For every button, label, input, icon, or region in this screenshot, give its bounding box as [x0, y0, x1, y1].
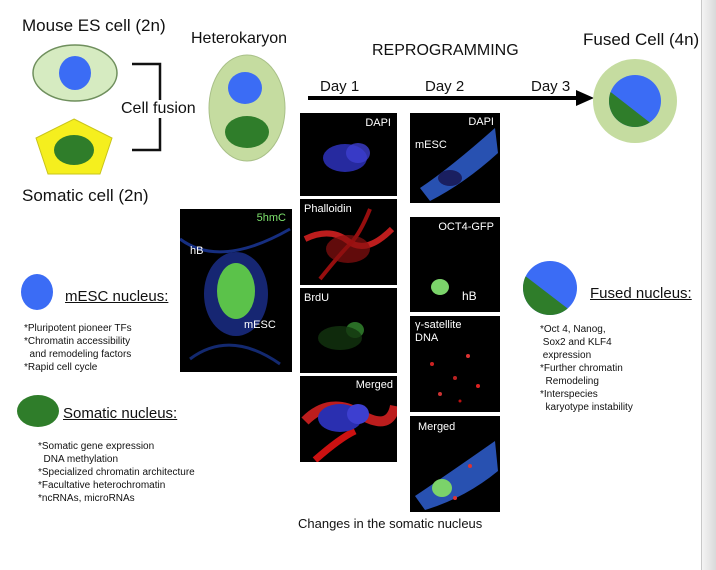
- brdu-label: BrdU: [304, 292, 330, 304]
- fused-item: Sox2 and KLF4: [540, 337, 612, 348]
- day-3-label: Day 3: [531, 78, 571, 95]
- merged-day2-panel: Merged: [410, 416, 500, 512]
- somatic-item: *Specialized chromatin architecture: [38, 467, 195, 478]
- fused-item: karyotype instability: [540, 402, 633, 413]
- dapi-day2-panel: DAPI mESC: [410, 113, 500, 203]
- mesc-nucleus-list: *Pluripotent pioneer TFs *Chromatin acce…: [24, 322, 132, 374]
- mouse-es-cell-label: Mouse ES cell (2n): [22, 16, 166, 35]
- somatic-nucleus-title: Somatic nucleus:: [63, 405, 178, 422]
- brdu-panel: BrdU: [300, 288, 397, 373]
- somatic-nucleus-list: *Somatic gene expression DNA methylation…: [38, 440, 195, 505]
- day-1-label: Day 1: [320, 78, 360, 95]
- somatic-nucleus-icon: [17, 395, 59, 427]
- somatic-cell: [35, 118, 113, 175]
- fused-item: *Oct 4, Nanog,: [540, 324, 606, 335]
- mouse-es-cell: [32, 44, 118, 102]
- cell-fusion-label: Cell fusion: [119, 100, 198, 118]
- fivehmc-panel: 5hmC hB mESC: [180, 209, 292, 372]
- phalloidin-panel: Phalloidin: [300, 199, 397, 285]
- caption: Changes in the somatic nucleus: [298, 516, 483, 531]
- dapi-day1-panel: DAPI: [300, 113, 397, 196]
- fused-item: expression: [540, 350, 592, 361]
- merged-day1-panel: Merged: [300, 376, 397, 462]
- somatic-item: *ncRNAs, microRNAs: [38, 493, 135, 504]
- somatic-item: *Facultative heterochromatin: [38, 480, 166, 491]
- reprogramming-label: REPROGRAMMING: [372, 42, 519, 59]
- fivehmc-mesc-label: mESC: [244, 319, 276, 331]
- window-edge: [701, 0, 716, 570]
- fused-item: *Further chromatin: [540, 363, 623, 374]
- somatic-item: DNA methylation: [38, 454, 119, 465]
- gamma-satellite-panel: γ-satellite DNA: [410, 316, 500, 412]
- mesc-item: *Pluripotent pioneer TFs: [24, 323, 132, 334]
- oct4-gfp-label: OCT4-GFP: [438, 221, 494, 233]
- fused-cell: [593, 59, 677, 143]
- fused-nucleus-list: *Oct 4, Nanog, Sox2 and KLF4 expression …: [540, 323, 633, 414]
- mesc-item: *Rapid cell cycle: [24, 362, 98, 373]
- somatic-item: *Somatic gene expression: [38, 441, 155, 452]
- day-2-label: Day 2: [425, 78, 465, 95]
- dapi-day2-label: DAPI: [468, 116, 494, 128]
- heterokaryon-cell: [208, 54, 286, 162]
- mesc-nucleus-title: mESC nucleus:: [65, 288, 169, 305]
- mesc-item: *Chromatin accessibility: [24, 336, 131, 347]
- fused-item: *Interspecies: [540, 389, 598, 400]
- mesc-top-label: mESC: [415, 139, 447, 151]
- mesc-nucleus-icon: [21, 274, 53, 310]
- dapi-day1-label: DAPI: [365, 117, 391, 129]
- fivehmc-label: 5hmC: [256, 212, 286, 224]
- heterokaryon-label: Heterokaryon: [191, 30, 288, 47]
- merged-day2-label: Merged: [418, 421, 456, 433]
- fused-nucleus-icon: [523, 261, 577, 315]
- gamma-satellite-label: γ-satellite: [415, 319, 462, 331]
- reprogramming-arrow: [308, 90, 594, 106]
- mesc-item: and remodeling factors: [24, 349, 132, 360]
- fused-nucleus-title: Fused nucleus:: [590, 285, 692, 302]
- oct4-hb-label: hB: [462, 289, 477, 303]
- gamma-dna-label: DNA: [415, 332, 439, 344]
- fivehmc-hb-label: hB: [190, 245, 204, 257]
- somatic-cell-label: Somatic cell (2n): [22, 186, 149, 205]
- fused-cell-label: Fused Cell (4n): [583, 30, 700, 49]
- fused-item: Remodeling: [540, 376, 599, 387]
- merged-day1-label: Merged: [355, 379, 393, 391]
- oct4-gfp-panel: OCT4-GFP hB: [410, 217, 500, 312]
- phalloidin-label: Phalloidin: [304, 203, 352, 215]
